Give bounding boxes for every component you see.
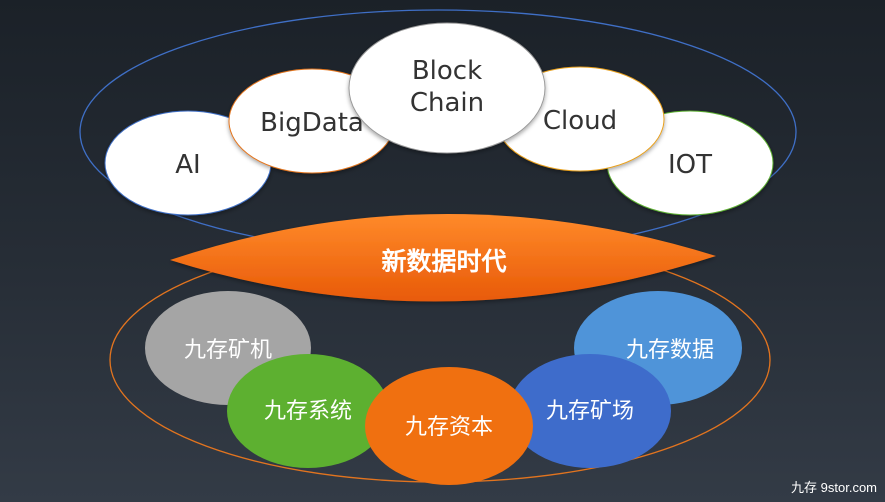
node-bigdata-label: BigData [260, 108, 364, 138]
node-system-label: 九存系统 [264, 399, 352, 424]
watermark: 九存 9stor.com [791, 480, 877, 495]
node-mining-farm: 九存矿场 [509, 354, 671, 468]
node-blockchain: Block Chain [348, 22, 546, 154]
node-mining-machine-label: 九存矿机 [184, 338, 272, 363]
node-capital: 九存资本 [365, 367, 533, 485]
node-data-label: 九存数据 [626, 338, 714, 363]
node-ai-label: AI [175, 150, 200, 180]
node-blockchain-label-line2: Chain [410, 88, 484, 118]
center-banner-label: 新数据时代 [381, 247, 506, 276]
node-cloud-label: Cloud [543, 106, 617, 136]
node-blockchain-label-line1: Block [412, 56, 482, 86]
node-mining-farm-label: 九存矿场 [546, 399, 634, 424]
center-banner: 新数据时代 [170, 213, 716, 302]
node-system: 九存系统 [227, 354, 389, 468]
node-capital-label: 九存资本 [405, 415, 493, 440]
node-iot-label: IOT [668, 150, 712, 180]
node-ai: AI [104, 110, 272, 216]
